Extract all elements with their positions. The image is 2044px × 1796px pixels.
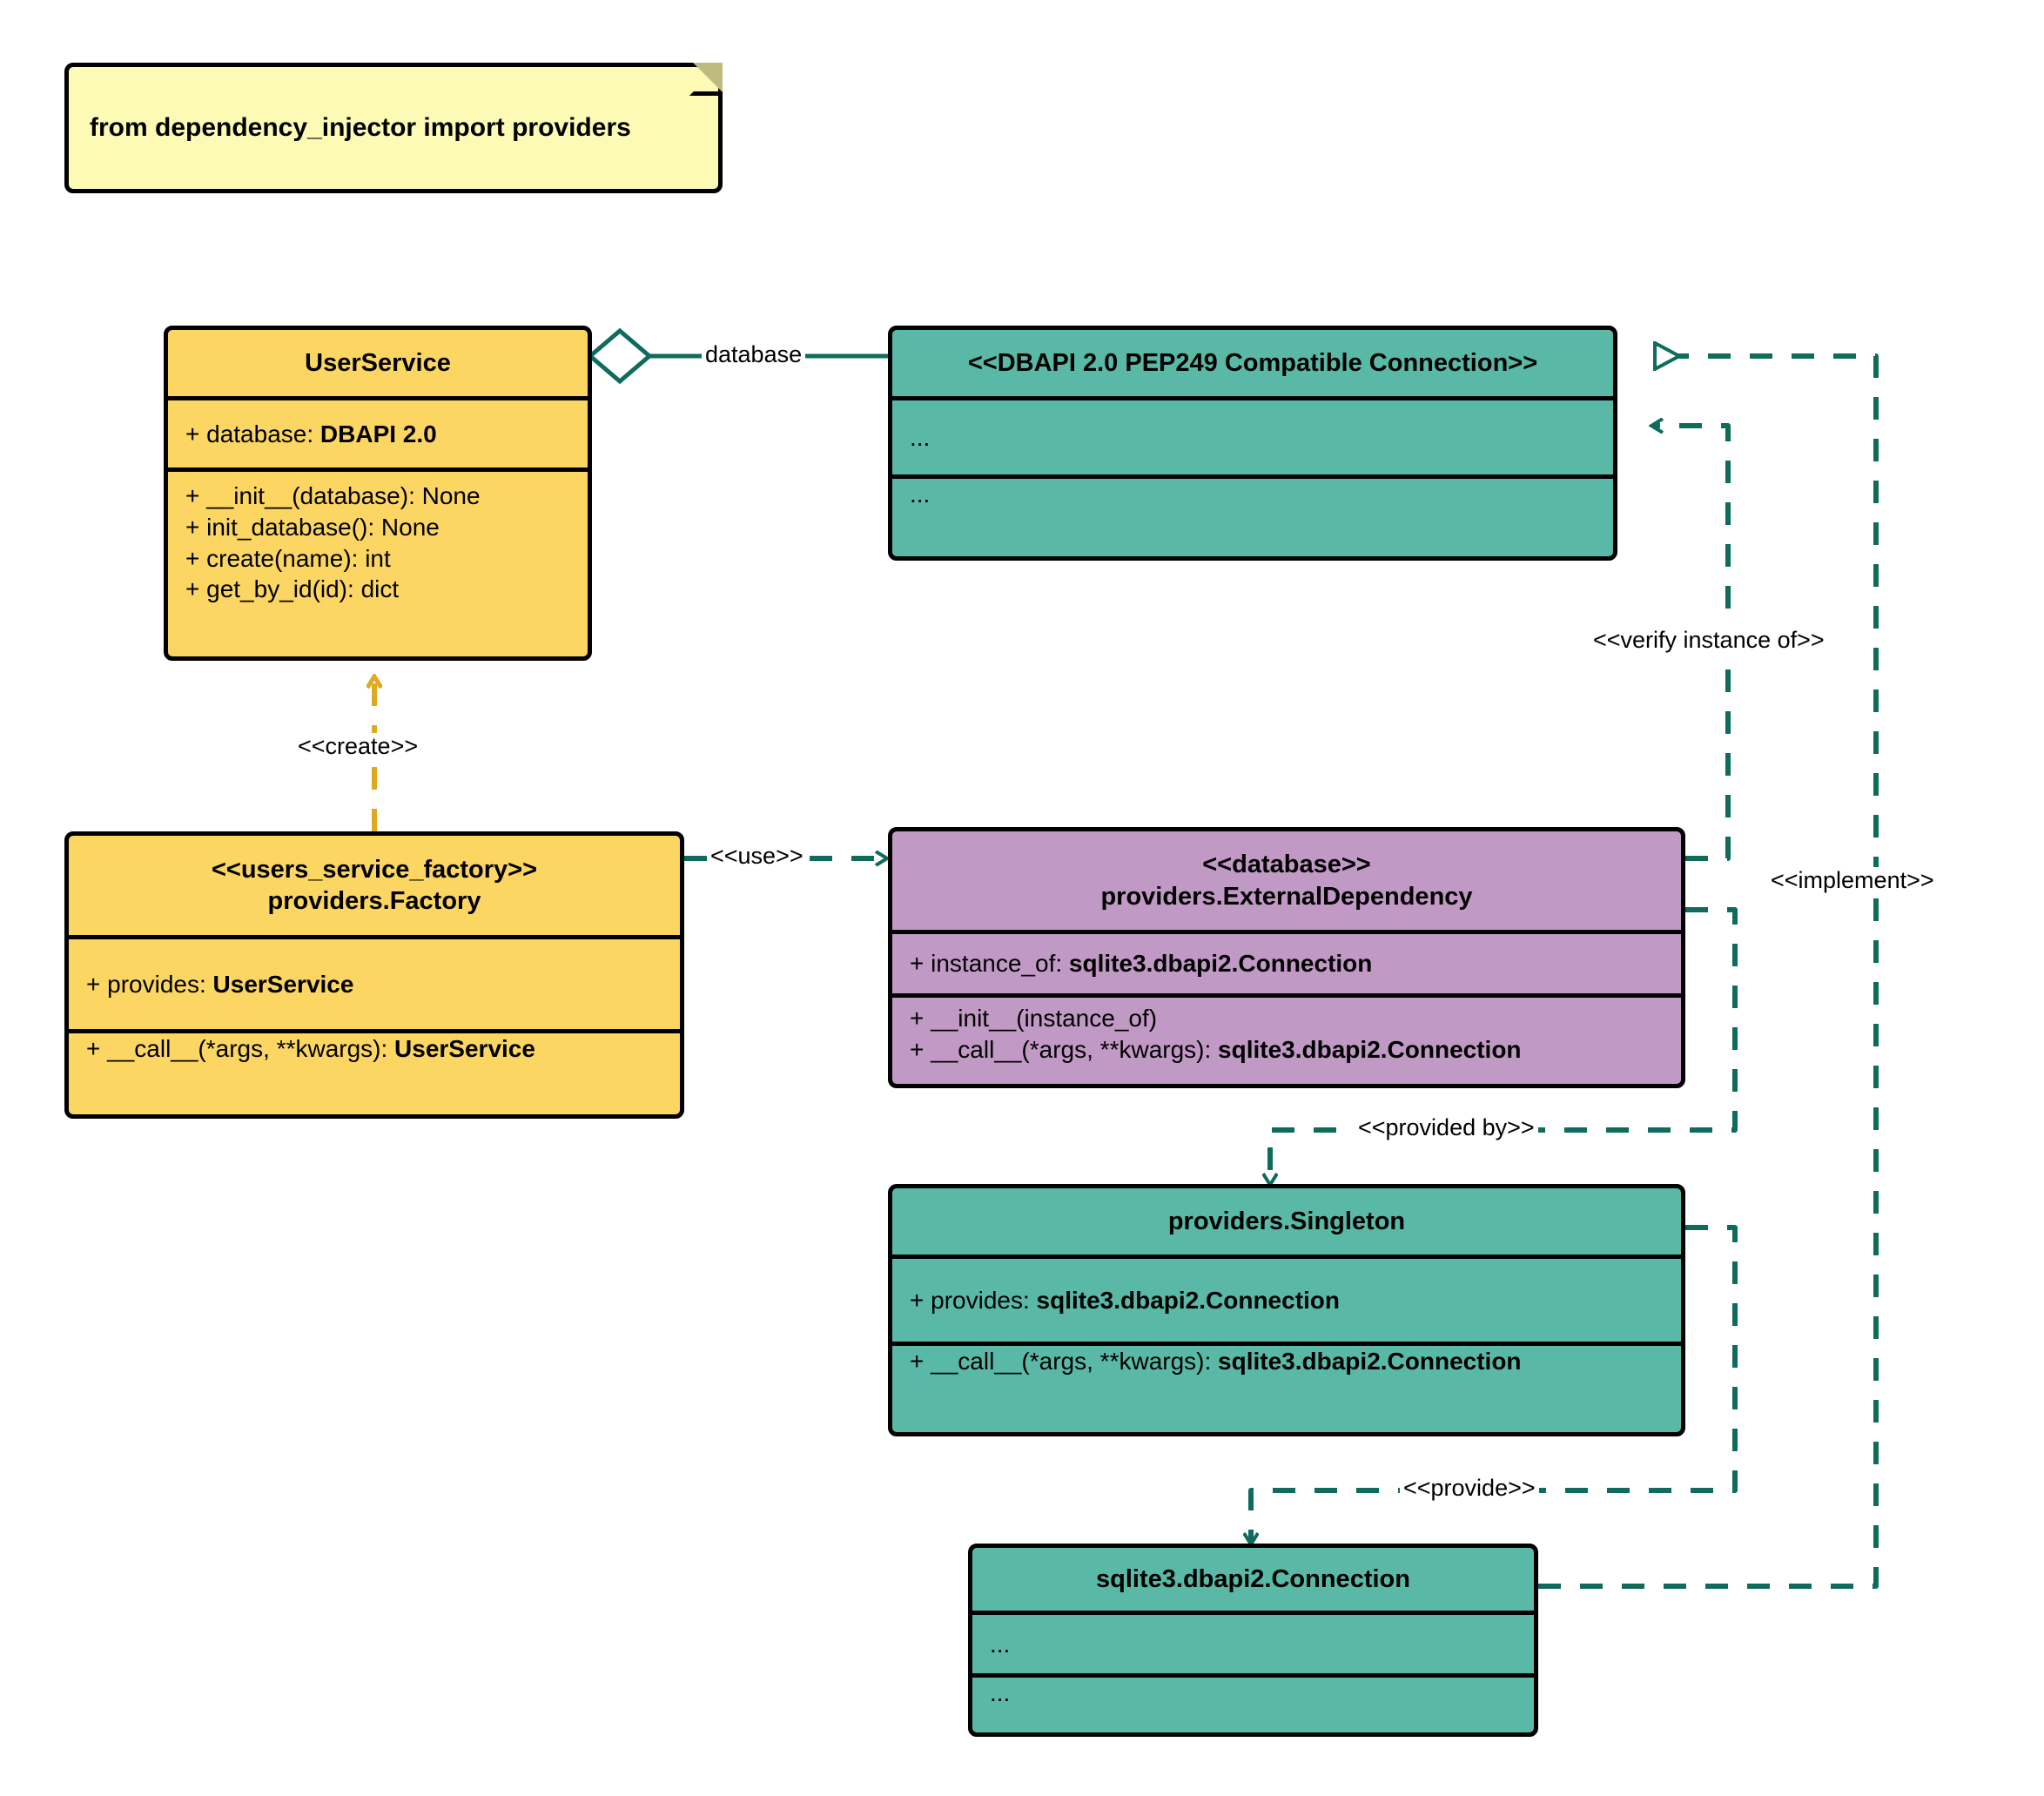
method-row: ... — [990, 1679, 1011, 1706]
attribute-row: + provides: UserService — [69, 969, 680, 1000]
class-user-service-methods: + __init__(database): None + init_databa… — [168, 467, 588, 614]
class-users-service-factory[interactable]: <<users_service_factory>> providers.Fact… — [64, 831, 684, 1119]
note-import: from dependency_injector import provider… — [64, 63, 723, 193]
class-users-service-factory-attributes: + provides: UserService — [69, 935, 680, 1029]
attribute-type: UserService — [212, 970, 354, 998]
attribute-type: DBAPI 2.0 — [319, 420, 437, 447]
class-user-service-attributes: + database: DBAPI 2.0 — [168, 396, 588, 467]
attribute-type: sqlite3.dbapi2.Connection — [1068, 950, 1373, 978]
method-prefix: + __call__(*args, **kwargs): — [910, 1348, 1219, 1375]
method-prefix: + __call__(*args, **kwargs): — [910, 1035, 1219, 1063]
edge-label-database: database — [702, 341, 806, 368]
class-external-dependency-stereotype: <<database>> — [1202, 851, 1371, 879]
class-users-service-factory-methods: + __call__(*args, **kwargs): UserService — [69, 1029, 680, 1065]
method-row: + __call__(*args, **kwargs): UserService — [69, 1033, 680, 1065]
edge-label-use: <<use>> — [707, 843, 807, 870]
class-external-dependency-header: <<database>> providers.ExternalDependenc… — [892, 831, 1681, 930]
class-dbapi-connection-title: <<DBAPI 2.0 PEP249 Compatible Connection… — [967, 348, 1538, 377]
method-row: + get_by_id(id): dict — [185, 575, 400, 603]
attribute-row: + instance_of: sqlite3.dbapi2.Connection — [892, 948, 1681, 979]
class-sqlite-connection-methods: ... — [972, 1673, 1534, 1709]
attribute-row: + database: DBAPI 2.0 — [168, 419, 588, 450]
method-row: + init_database(): None — [185, 513, 440, 541]
class-dbapi-connection[interactable]: <<DBAPI 2.0 PEP249 Compatible Connection… — [888, 326, 1617, 561]
method-row: + __call__(*args, **kwargs): sqlite3.dba… — [892, 1034, 1681, 1066]
class-sqlite-connection-title: sqlite3.dbapi2.Connection — [1096, 1564, 1410, 1593]
class-singleton-methods: + __call__(*args, **kwargs): sqlite3.dba… — [892, 1342, 1681, 1377]
attribute-type: sqlite3.dbapi2.Connection — [1036, 1286, 1341, 1314]
method-row: ... — [910, 481, 931, 508]
attribute-row: ... — [990, 1630, 1011, 1658]
method-prefix: + __init__(instance_of) — [910, 1005, 1158, 1032]
edge-label-implement: <<implement>> — [1767, 867, 1938, 894]
edge-label-verify-instance-of: <<verify instance of>> — [1590, 627, 1828, 654]
class-dbapi-connection-methods: ... — [892, 474, 1613, 510]
class-sqlite-connection-header: sqlite3.dbapi2.Connection — [972, 1548, 1534, 1611]
method-return-type: UserService — [394, 1035, 535, 1062]
attribute-prefix: + database: — [185, 420, 320, 447]
edge-label-provide: <<provide>> — [1400, 1475, 1539, 1502]
attribute-row: ... — [910, 423, 931, 451]
class-sqlite-connection[interactable]: sqlite3.dbapi2.Connection ... ... — [968, 1544, 1538, 1737]
attribute-row: + provides: sqlite3.dbapi2.Connection — [892, 1285, 1681, 1316]
note-fold-icon — [693, 63, 723, 92]
method-row: + create(name): int — [185, 544, 391, 572]
class-singleton-title: providers.Singleton — [1167, 1207, 1406, 1235]
method-row: + __call__(*args, **kwargs): sqlite3.dba… — [892, 1346, 1681, 1377]
class-sqlite-connection-attributes: ... — [972, 1611, 1534, 1673]
class-user-service-title: UserService — [305, 348, 451, 377]
class-dbapi-connection-header: <<DBAPI 2.0 PEP249 Compatible Connection… — [892, 330, 1613, 396]
class-users-service-factory-stereotype: <<users_service_factory>> — [211, 855, 538, 884]
edge-label-create: <<create>> — [294, 733, 422, 760]
attribute-prefix: + provides: — [86, 970, 213, 998]
class-external-dependency-attributes: + instance_of: sqlite3.dbapi2.Connection — [892, 930, 1681, 993]
method-row: + __init__(instance_of) — [892, 1003, 1681, 1034]
class-dbapi-connection-attributes: ... — [892, 396, 1613, 474]
edge-label-provided-by: <<provided by>> — [1355, 1114, 1538, 1141]
class-external-dependency-methods: + __init__(instance_of) + __call__(*args… — [892, 993, 1681, 1071]
method-return-type: sqlite3.dbapi2.Connection — [1218, 1348, 1522, 1375]
attribute-prefix: + provides: — [910, 1286, 1037, 1314]
class-user-service[interactable]: UserService + database: DBAPI 2.0 + __in… — [164, 326, 592, 661]
class-singleton[interactable]: providers.Singleton + provides: sqlite3.… — [888, 1184, 1685, 1436]
method-return-type: sqlite3.dbapi2.Connection — [1218, 1035, 1522, 1063]
method-prefix: + __call__(*args, **kwargs): — [86, 1035, 395, 1062]
attribute-prefix: + instance_of: — [910, 950, 1069, 978]
note-text: from dependency_injector import provider… — [90, 113, 631, 142]
class-external-dependency[interactable]: <<database>> providers.ExternalDependenc… — [888, 827, 1685, 1088]
class-user-service-header: UserService — [168, 330, 588, 396]
class-external-dependency-title: providers.ExternalDependency — [1100, 882, 1473, 911]
class-singleton-header: providers.Singleton — [892, 1188, 1681, 1255]
class-users-service-factory-header: <<users_service_factory>> providers.Fact… — [69, 836, 680, 935]
method-row: + __init__(database): None — [185, 482, 481, 509]
class-users-service-factory-title: providers.Factory — [267, 887, 481, 915]
class-singleton-attributes: + provides: sqlite3.dbapi2.Connection — [892, 1255, 1681, 1342]
